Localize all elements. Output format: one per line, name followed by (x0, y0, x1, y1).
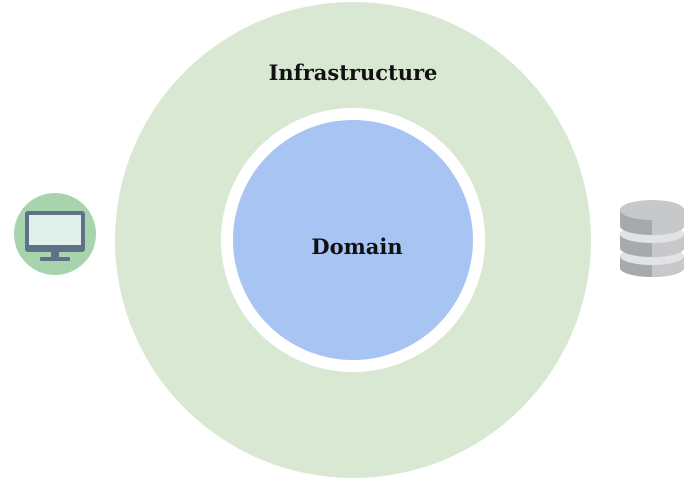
infrastructure-label: Infrastructure (268, 60, 438, 85)
computer-monitor-icon (14, 193, 96, 275)
domain-circle (233, 120, 473, 360)
domain-label: Domain (311, 234, 403, 259)
database-icon (620, 200, 684, 277)
